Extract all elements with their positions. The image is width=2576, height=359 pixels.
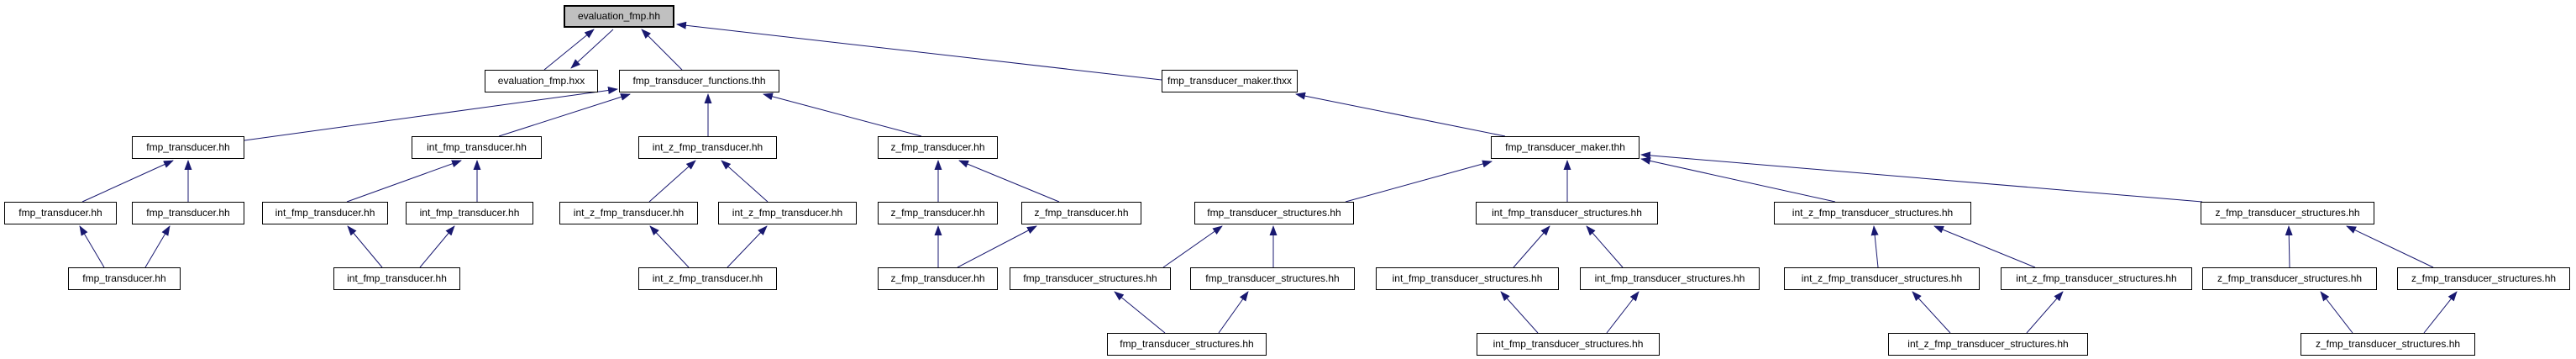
graph-node[interactable]: z_fmp_transducer.hh — [878, 202, 998, 224]
graph-node[interactable]: int_fmp_transducer.hh — [406, 202, 533, 224]
graph-node[interactable]: int_z_fmp_transducer_structures.hh — [1784, 267, 1980, 290]
edge-arrow — [1606, 291, 1640, 334]
edge-arrow — [1640, 156, 1836, 203]
edge-arrow — [649, 225, 690, 268]
graph-node[interactable]: int_z_fmp_transducer.hh — [559, 202, 698, 224]
edge-arrow — [1912, 291, 1951, 334]
graph-node[interactable]: fmp_transducer_structures.hh — [1190, 267, 1355, 290]
edge-arrow — [2423, 291, 2458, 334]
edge-arrow — [1114, 291, 1166, 334]
edge-arrow — [1345, 160, 1493, 203]
graph-node[interactable]: int_fmp_transducer.hh — [262, 202, 388, 224]
graph-node[interactable]: fmp_transducer_structures.hh — [1010, 267, 1171, 290]
edge-arrow — [347, 225, 383, 268]
edge-arrow — [1218, 291, 1249, 334]
graph-node[interactable]: fmp_transducer.hh — [4, 202, 117, 224]
graph-node[interactable]: int_fmp_transducer_structures.hh — [1580, 267, 1760, 290]
graph-node[interactable]: fmp_transducer_structures.hh — [1194, 202, 1354, 224]
edge-arrow — [498, 93, 631, 137]
graph-node[interactable]: int_z_fmp_transducer.hh — [638, 267, 777, 290]
edge-arrow — [2026, 291, 2064, 334]
edge-arrow — [79, 225, 105, 268]
graph-node[interactable]: int_z_fmp_transducer.hh — [638, 136, 777, 159]
graph-node[interactable]: z_fmp_transducer_structures.hh — [2201, 202, 2374, 224]
edge-arrow — [676, 21, 1162, 81]
graph-node[interactable]: fmp_transducer_functions.thh — [619, 70, 779, 92]
edge-arrow — [958, 160, 1060, 203]
edge-arrow — [543, 29, 595, 71]
graph-node[interactable]: int_fmp_transducer_structures.hh — [1477, 333, 1660, 356]
graph-node[interactable]: fmp_transducer_structures.hh — [1107, 333, 1267, 356]
edge-arrow — [244, 87, 618, 141]
edge-arrow — [1586, 225, 1624, 268]
edge-arrow — [144, 225, 171, 268]
edge-arrow — [763, 92, 922, 137]
graph-node[interactable]: int_z_fmp_transducer.hh — [718, 202, 857, 224]
edge-arrow — [346, 160, 462, 203]
graph-node-root[interactable]: evaluation_fmp.hh — [564, 5, 674, 28]
edge-arrow — [2320, 291, 2353, 334]
graph-node[interactable]: int_fmp_transducer.hh — [333, 267, 460, 290]
edge-arrow — [1870, 225, 1879, 268]
graph-node[interactable]: int_fmp_transducer_structures.hh — [1376, 267, 1559, 290]
graph-node[interactable]: z_fmp_transducer.hh — [878, 136, 998, 159]
edge-arrow — [957, 225, 1037, 268]
edge-arrow — [1500, 291, 1539, 334]
graph-node[interactable]: z_fmp_transducer_structures.hh — [2301, 333, 2475, 356]
graph-node[interactable]: z_fmp_transducer.hh — [878, 267, 998, 290]
edge-arrow — [1933, 225, 2036, 268]
edge-arrow — [648, 160, 696, 203]
edge-arrow — [1162, 225, 1223, 268]
edge-arrow — [419, 225, 455, 268]
edge-arrow — [2285, 225, 2293, 268]
edge-arrow — [81, 160, 174, 203]
graph-node[interactable]: int_z_fmp_transducer_structures.hh — [2001, 267, 2192, 290]
graph-node[interactable]: int_z_fmp_transducer_structures.hh — [1774, 202, 1971, 224]
graph-node[interactable]: fmp_transducer_maker.thh — [1491, 136, 1640, 159]
graph-node[interactable]: fmp_transducer.hh — [132, 202, 244, 224]
edge-arrow — [727, 225, 768, 268]
graph-node[interactable]: fmp_transducer.hh — [132, 136, 244, 159]
edge-arrow — [570, 29, 614, 69]
graph-node[interactable]: fmp_transducer_maker.thxx — [1162, 70, 1298, 92]
edge-arrow — [1513, 225, 1550, 268]
graph-node[interactable]: z_fmp_transducer_structures.hh — [2397, 267, 2570, 290]
graph-node[interactable]: evaluation_fmp.hxx — [485, 70, 598, 92]
graph-node[interactable]: int_fmp_transducer.hh — [412, 136, 542, 159]
graph-node[interactable]: int_z_fmp_transducer_structures.hh — [1888, 333, 2088, 356]
graph-node[interactable]: z_fmp_transducer_structures.hh — [2202, 267, 2377, 290]
graph-node[interactable]: z_fmp_transducer.hh — [1021, 202, 1141, 224]
edge-arrow — [721, 160, 769, 203]
graph-node[interactable]: fmp_transducer.hh — [68, 267, 181, 290]
edge-arrow — [1295, 92, 1506, 137]
graph-node[interactable]: int_fmp_transducer_structures.hh — [1476, 202, 1658, 224]
edge-arrow — [641, 29, 683, 71]
edge-arrow — [1640, 151, 2203, 203]
edge-arrow — [2346, 225, 2434, 268]
